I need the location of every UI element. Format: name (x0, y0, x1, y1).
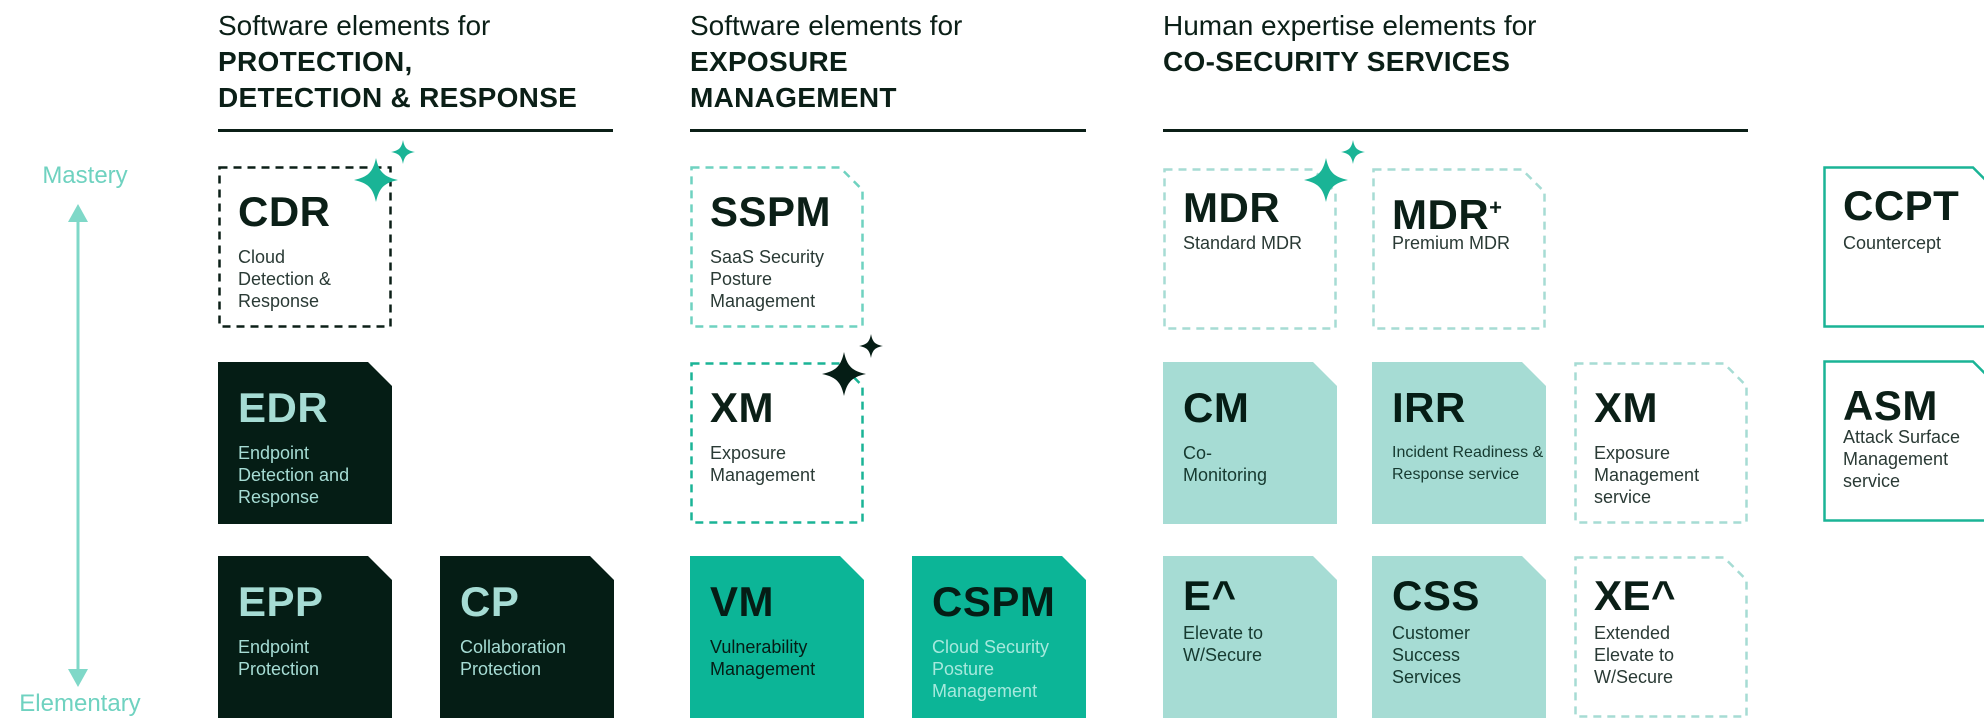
card-abbr: CSPM (932, 578, 1055, 626)
divider (218, 129, 613, 132)
heading-strong: PROTECTION, DETECTION & RESPONSE (218, 44, 577, 116)
heading-pre: Human expertise elements for (1163, 8, 1537, 44)
card-abbr: CM (1183, 384, 1249, 432)
card-abbr: CSS (1392, 572, 1480, 620)
card-desc: Attack Surface Management service (1843, 426, 1984, 492)
divider (1163, 129, 1748, 132)
card-sspm: SSPM SaaS Security Posture Management (690, 166, 864, 328)
card-desc: Standard MDR (1183, 232, 1331, 254)
card-xe: XE^ Extended Elevate to W/Secure (1574, 556, 1748, 718)
divider (690, 129, 1086, 132)
card-abbr: MDR+ (1392, 184, 1503, 239)
heading-strong: EXPOSURE MANAGEMENT (690, 44, 962, 116)
card-desc: Cloud Security Posture Management (932, 636, 1068, 702)
card-abbr: CDR (238, 188, 331, 236)
card-abbr: E^ (1183, 572, 1237, 620)
card-desc: Collaboration Protection (460, 636, 594, 680)
card-css: CSS Customer Success Services (1372, 556, 1546, 718)
card-desc: Endpoint Protection (238, 636, 352, 680)
card-desc: Elevate to W/Secure (1183, 622, 1331, 666)
card-abbr-sup: + (1489, 195, 1502, 220)
card-desc: Extended Elevate to W/Secure (1594, 622, 1718, 688)
sparkle-icon (816, 332, 890, 406)
card-abbr-text: MDR (1392, 191, 1489, 238)
arrow-up-icon (68, 204, 88, 222)
card-abbr: XE^ (1594, 572, 1676, 620)
heading-pre: Software elements for (218, 8, 577, 44)
card-abbr: CP (460, 578, 519, 626)
sparkle-icon (348, 138, 422, 212)
card-xm-service: XM Exposure Management service (1574, 362, 1748, 524)
heading-strong: CO-SECURITY SERVICES (1163, 44, 1537, 80)
card-abbr: ASM (1843, 382, 1938, 430)
card-epp: EPP Endpoint Protection (218, 556, 392, 718)
card-desc: Customer Success Services (1392, 622, 1476, 688)
card-cp: CP Collaboration Protection (440, 556, 614, 718)
card-desc: Exposure Management (710, 442, 834, 486)
heading-pre: Software elements for (690, 8, 962, 44)
sparkle-icon (1298, 138, 1372, 212)
heading-services: Human expertise elements for CO-SECURITY… (1163, 8, 1537, 80)
card-abbr: VM (710, 578, 774, 626)
card-ccpt: CCPT Countercept (1823, 166, 1984, 328)
card-desc: SaaS Security Posture Management (710, 246, 840, 312)
card-abbr: MDR (1183, 184, 1280, 232)
heading-protection: Software elements for PROTECTION, DETECT… (218, 8, 577, 116)
card-cm: CM Co-Monitoring (1163, 362, 1337, 524)
card-desc: Cloud Detection & Response (238, 246, 352, 312)
card-elevate: E^ Elevate to W/Secure (1163, 556, 1337, 718)
arrow-down-icon (68, 669, 88, 687)
card-abbr: CCPT (1843, 182, 1959, 230)
card-mdr-plus: MDR+ Premium MDR (1372, 168, 1546, 330)
card-abbr: XM (1594, 384, 1658, 432)
card-abbr: XM (710, 384, 774, 432)
card-desc: Countercept (1843, 232, 1984, 254)
heading-exposure: Software elements for EXPOSURE MANAGEMEN… (690, 8, 962, 116)
card-irr: IRR Incident Readiness & Response servic… (1372, 362, 1546, 524)
card-desc: Vulnerability Management (710, 636, 844, 680)
card-asm: ASM Attack Surface Management service (1823, 360, 1984, 522)
card-abbr: IRR (1392, 384, 1466, 432)
card-desc: Endpoint Detection and Response (238, 442, 372, 508)
card-cspm: CSPM Cloud Security Posture Management (912, 556, 1086, 718)
card-abbr: SSPM (710, 188, 831, 236)
card-desc: Premium MDR (1392, 232, 1540, 254)
card-desc: Exposure Management service (1594, 442, 1728, 508)
card-vm: VM Vulnerability Management (690, 556, 864, 718)
card-abbr: EDR (238, 384, 328, 432)
card-abbr: EPP (238, 578, 324, 626)
card-desc: Incident Readiness & Response service (1392, 442, 1544, 486)
scale-arrow (0, 0, 160, 715)
card-desc: Co-Monitoring (1183, 442, 1257, 486)
card-edr: EDR Endpoint Detection and Response (218, 362, 392, 524)
